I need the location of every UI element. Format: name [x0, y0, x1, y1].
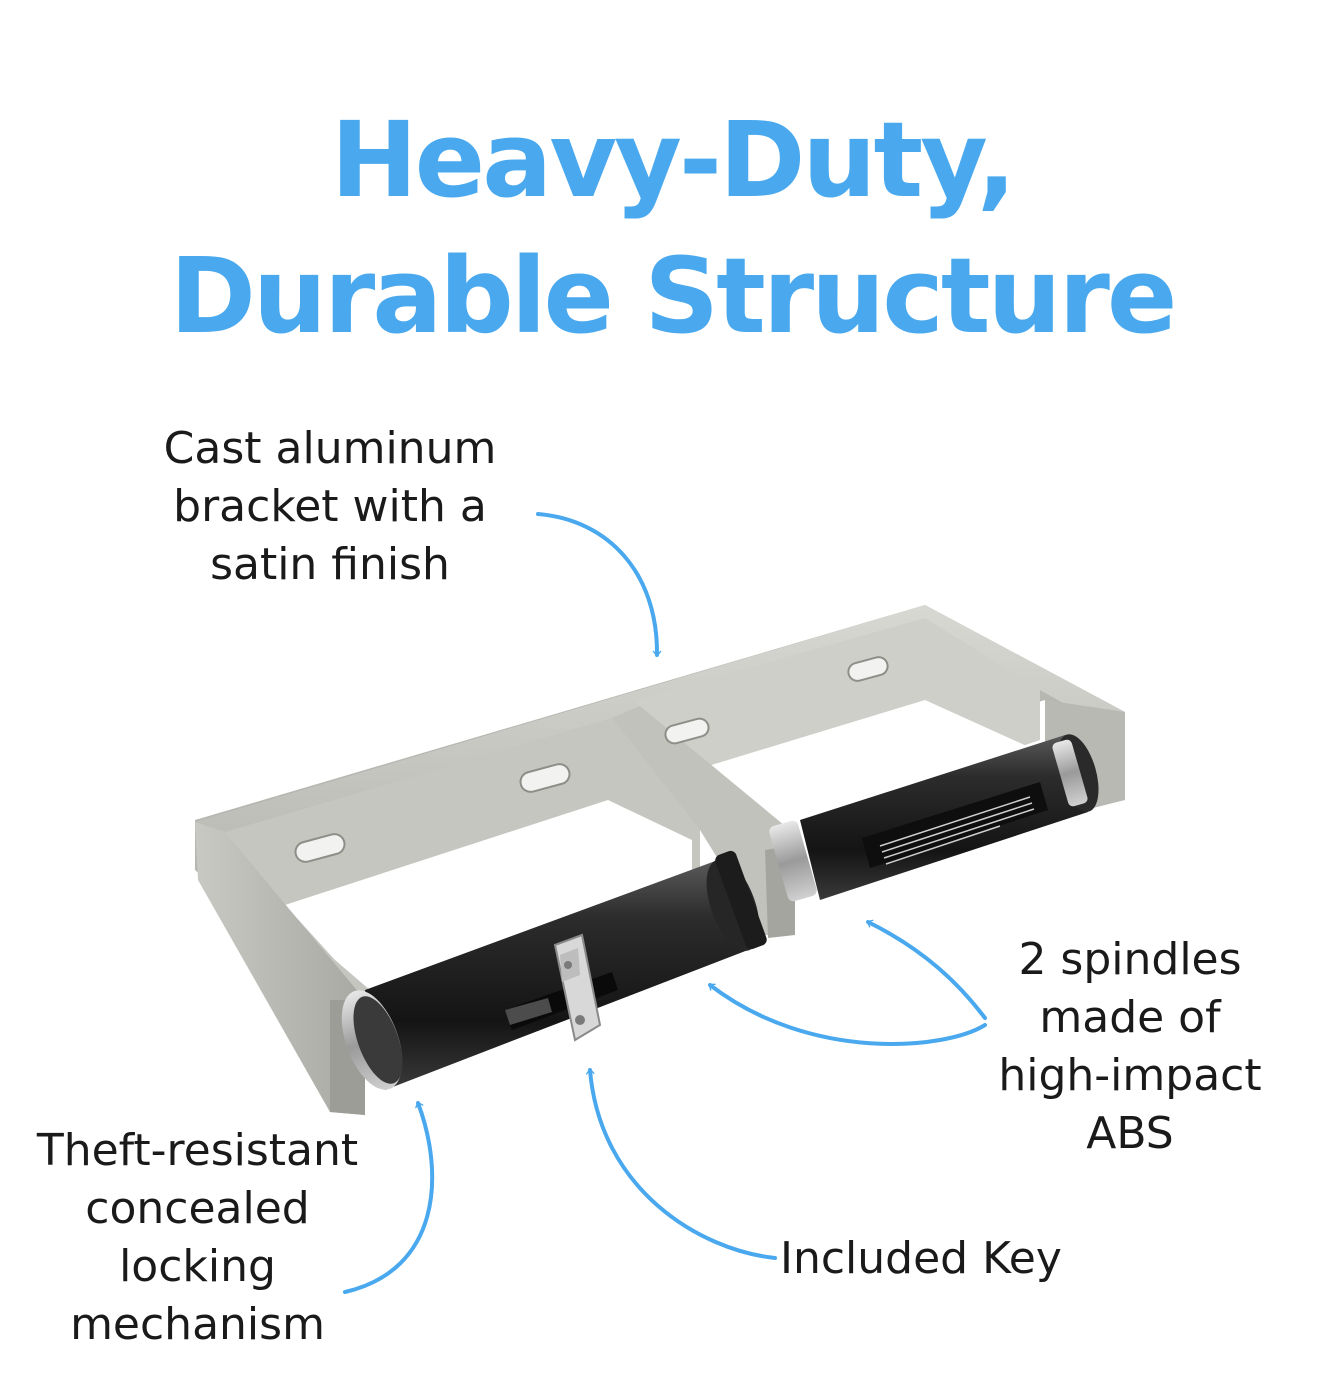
callout-spindles: 2 spindles made of high-impact ABS — [960, 931, 1300, 1163]
callout-spindles-line-3: high-impact — [998, 1050, 1262, 1101]
callout-spindles-line-4: ABS — [1086, 1108, 1174, 1159]
callout-spindles-line-2: made of — [1039, 992, 1221, 1043]
callout-spindles-line-1: 2 spindles — [1018, 934, 1242, 985]
callout-bracket-line-2: bracket with a — [173, 481, 487, 532]
callout-included-key: Included Key — [780, 1230, 1120, 1288]
headline-line-2: Durable Structure — [169, 235, 1178, 357]
arrow-key — [586, 1068, 777, 1260]
headline-line-1: Heavy-Duty, — [330, 99, 1017, 221]
spindle-right — [769, 734, 1099, 902]
arrow-bracket — [536, 512, 662, 657]
arrows — [343, 512, 987, 1294]
callout-bracket-line-3: satin finish — [210, 539, 450, 590]
callout-bracket-line-1: Cast aluminum — [163, 423, 497, 474]
arrow-theft — [343, 1101, 435, 1294]
callout-key-line-1: Included Key — [780, 1233, 1062, 1284]
callout-theft-line-2: concealed — [85, 1183, 310, 1234]
callout-bracket: Cast aluminum bracket with a satin finis… — [130, 420, 530, 594]
arrow-spindles — [708, 983, 987, 1046]
spindle-left — [341, 850, 767, 1090]
bracket-frame — [195, 605, 1125, 1115]
callout-theft-line-3: locking — [119, 1241, 276, 1292]
callout-theft-line-1: Theft-resistant — [36, 1125, 359, 1176]
arrow-spindles-upper — [866, 919, 987, 1020]
callout-theft-line-4: mechanism — [70, 1299, 325, 1350]
spindle-label-lines — [879, 796, 1035, 865]
key — [553, 933, 602, 1042]
callout-theft-resistant: Theft-resistant concealed locking mechan… — [10, 1122, 385, 1354]
